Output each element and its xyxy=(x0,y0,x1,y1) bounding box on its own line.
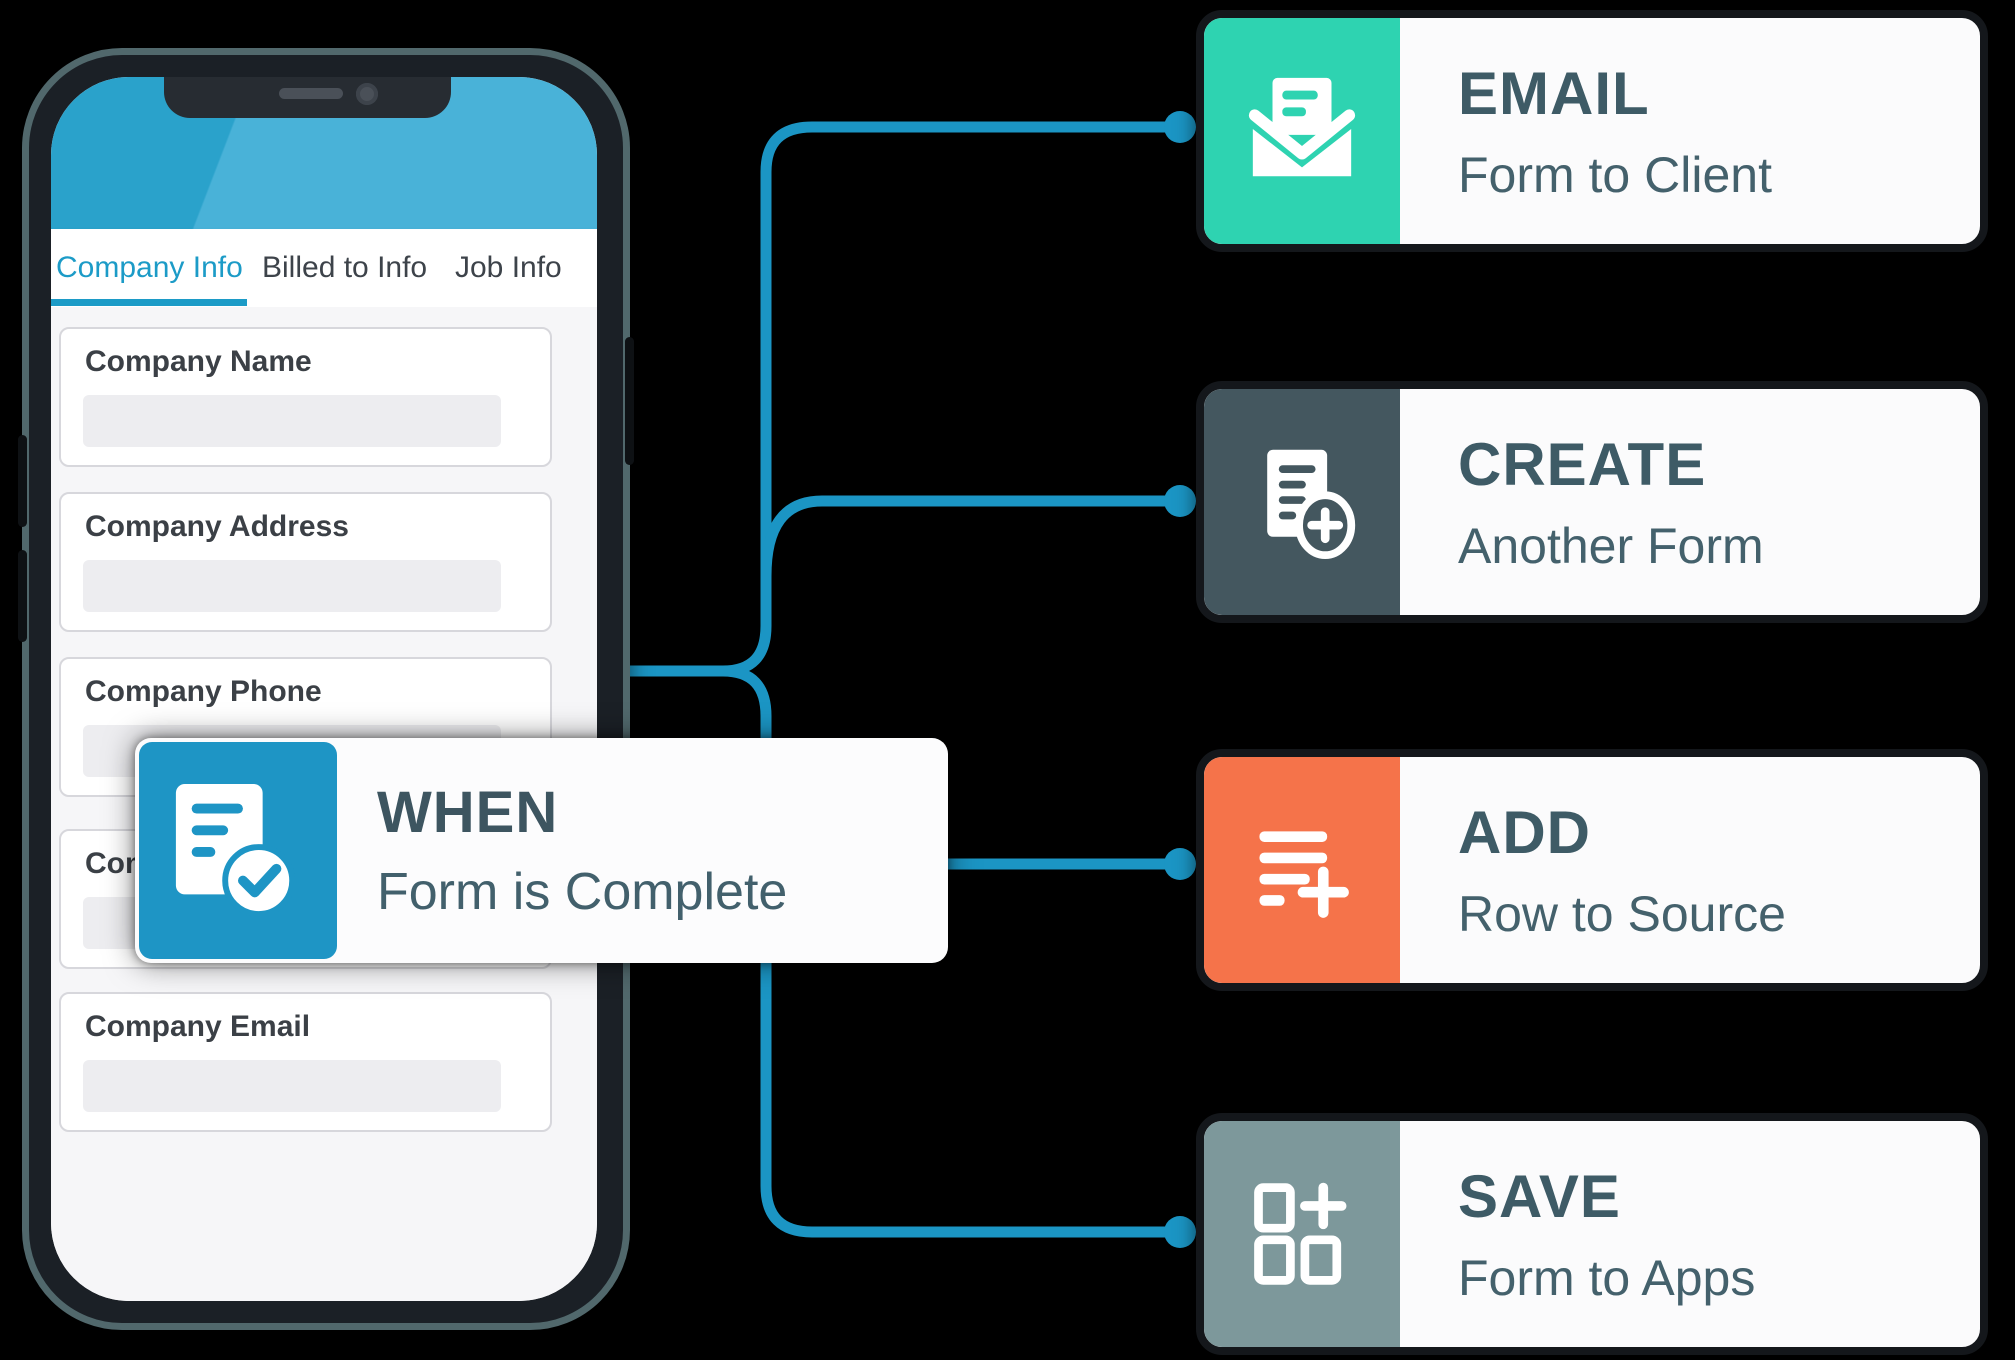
tab-job-info[interactable]: Job Info xyxy=(455,251,562,284)
card-title: CREATE xyxy=(1458,430,1707,498)
form-complete-check-icon xyxy=(175,783,296,917)
volume-down-button xyxy=(18,550,27,642)
form-field: Company Name xyxy=(59,327,552,467)
field-input[interactable] xyxy=(83,395,501,447)
card-title: EMAIL xyxy=(1458,59,1650,127)
tab-billed-to-info[interactable]: Billed to Info xyxy=(262,251,428,284)
when-trigger-card[interactable]: WHEN Form is Complete xyxy=(135,738,948,963)
connector-dot xyxy=(1164,485,1196,517)
action-card-add[interactable]: ADD Row to Source xyxy=(1196,749,1988,991)
field-label: Company Address xyxy=(85,510,349,543)
add-icon-block xyxy=(1204,757,1400,983)
phone-screen: Company Info Billed to Info Job Info Com… xyxy=(51,77,597,1301)
phone-frame: Company Info Billed to Info Job Info Com… xyxy=(18,48,634,1330)
power-button xyxy=(625,337,634,465)
action-card-create[interactable]: CREATE Another Form xyxy=(1196,381,1988,623)
card-subtitle: Form to Client xyxy=(1458,146,1772,203)
field-input[interactable] xyxy=(83,560,501,612)
connector-dot xyxy=(1164,111,1196,143)
when-subtitle: Form is Complete xyxy=(377,863,788,921)
create-icon-block xyxy=(1204,389,1400,615)
card-subtitle: Form to Apps xyxy=(1458,1249,1756,1306)
tab-company-info[interactable]: Company Info xyxy=(56,251,243,284)
card-subtitle: Row to Source xyxy=(1458,885,1786,942)
email-envelope-icon xyxy=(1248,77,1356,177)
when-title: WHEN xyxy=(377,780,559,845)
speaker-icon xyxy=(279,88,343,99)
action-card-save[interactable]: SAVE Form to Apps xyxy=(1196,1113,1988,1355)
form-field: Company Email xyxy=(59,992,552,1132)
create-document-plus-icon xyxy=(1267,449,1356,560)
active-tab-underline xyxy=(51,299,247,306)
card-subtitle: Another Form xyxy=(1458,517,1764,574)
email-icon-block xyxy=(1204,18,1400,244)
save-icon-block xyxy=(1204,1121,1400,1347)
connector-dot xyxy=(1164,848,1196,880)
form-field: Company Address xyxy=(59,492,552,632)
field-label: Company Phone xyxy=(85,675,322,708)
field-label: Company Email xyxy=(85,1010,311,1043)
card-title: SAVE xyxy=(1458,1162,1621,1230)
add-row-plus-icon xyxy=(1259,831,1349,918)
field-label: Company Name xyxy=(85,345,312,378)
phone-notch xyxy=(164,77,451,118)
tab-bar: Company Info Billed to Info Job Info xyxy=(51,229,597,308)
connector-dot xyxy=(1164,1216,1196,1248)
field-input[interactable] xyxy=(83,1060,501,1112)
save-grid-plus-icon xyxy=(1254,1182,1347,1285)
card-title: ADD xyxy=(1458,798,1591,866)
camera-icon xyxy=(356,83,378,105)
action-card-email[interactable]: EMAIL Form to Client xyxy=(1196,10,1988,252)
volume-up-button xyxy=(18,435,27,527)
when-icon-block xyxy=(139,742,337,959)
